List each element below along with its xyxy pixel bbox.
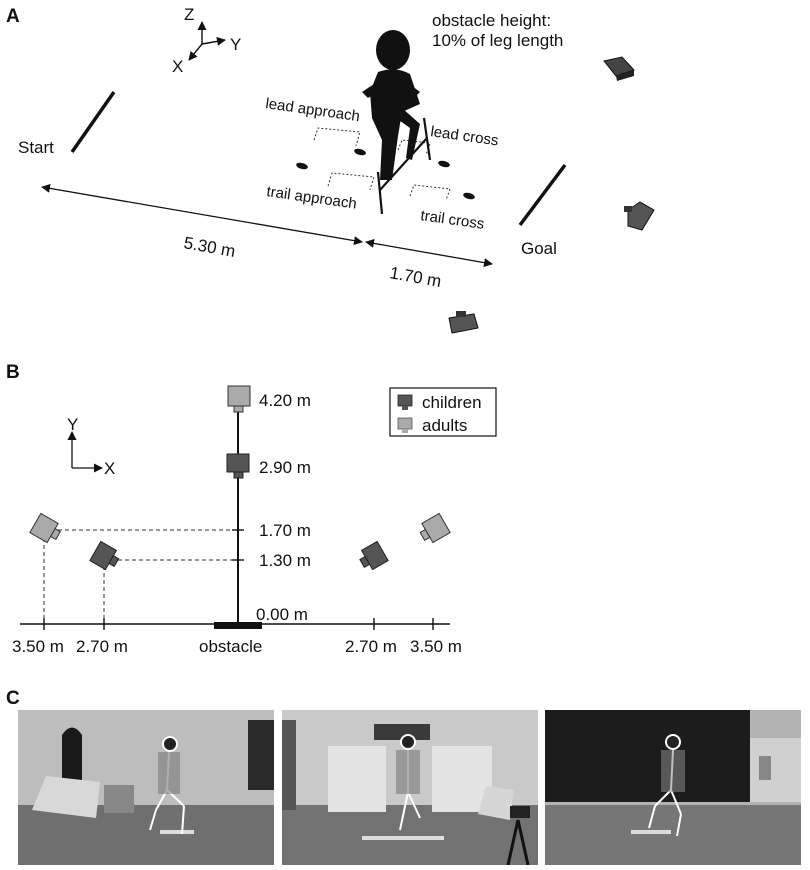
distance-arrow-2 xyxy=(365,238,493,268)
camera-icon xyxy=(603,56,635,81)
panel-a: A Z Y X obstacle height: 10% of leg leng… xyxy=(6,5,655,334)
child-camera-icon xyxy=(226,453,250,479)
photo-diagonal-scene xyxy=(545,710,801,865)
axis-x-label: X xyxy=(172,57,183,76)
distance-label-1: 5.30 m xyxy=(182,233,236,261)
photo-front-scene xyxy=(282,710,538,865)
goal-line xyxy=(518,163,567,227)
photo-front-view xyxy=(282,710,538,865)
distance-label-2: 1.70 m xyxy=(388,263,442,291)
y-tick-000: 0.00 m xyxy=(256,605,308,624)
child-camera-icon xyxy=(359,540,389,571)
y-tick-130: 1.30 m xyxy=(259,551,311,570)
legend-children-label: children xyxy=(422,393,482,412)
x-tick-right-270: 2.70 m xyxy=(345,637,397,656)
adult-camera-icon xyxy=(29,512,62,544)
axis-y-label: Y xyxy=(230,35,241,54)
distance-arrow-1 xyxy=(41,183,363,246)
obstacle-height-line2: 10% of leg length xyxy=(432,31,563,50)
panel-c-letter: C xyxy=(6,688,20,709)
y-tick-420: 4.20 m xyxy=(259,391,311,410)
legend-adults-label: adults xyxy=(422,416,467,435)
axis-z-label: Z xyxy=(184,5,194,24)
obstacle-3d xyxy=(376,117,432,215)
axes-3d-icon xyxy=(188,21,226,61)
obstacle-label: obstacle xyxy=(199,637,262,656)
legend-swatch-children-lens xyxy=(402,406,408,410)
adult-camera-icon xyxy=(419,512,451,544)
camera-icon xyxy=(448,311,479,334)
x-tick-marks xyxy=(43,618,434,630)
obstacle-bar xyxy=(214,622,262,629)
lead-cross-label: lead cross xyxy=(429,123,499,149)
camera-icon xyxy=(624,201,655,231)
panel-b-letter: B xyxy=(6,362,20,383)
trail-approach-label: trail approach xyxy=(265,183,357,212)
guide-lines xyxy=(43,529,232,624)
legend: children adults xyxy=(389,387,497,437)
legend-swatch-adults xyxy=(397,417,413,430)
y-tick-170: 1.70 m xyxy=(259,521,311,540)
photo-side-scene xyxy=(18,710,274,865)
goal-label: Goal xyxy=(521,239,557,258)
child-camera-icon xyxy=(89,540,120,571)
axis-x-label-2d: X xyxy=(104,459,115,478)
y-tick-290: 2.90 m xyxy=(259,458,311,477)
x-tick-left-350: 3.50 m xyxy=(12,637,64,656)
x-tick-right-350: 3.50 m xyxy=(410,637,462,656)
photo-diagonal-view xyxy=(545,710,801,865)
y-tick-marks xyxy=(232,529,244,561)
axis-y-label-2d: Y xyxy=(67,415,78,434)
panel-b: B Y X obstacle 4.20 m 2.90 m 1.70 m 1.30… xyxy=(6,362,497,656)
x-tick-left-270: 2.70 m xyxy=(76,637,128,656)
lead-approach-label: lead approach xyxy=(264,95,361,125)
start-line xyxy=(70,90,116,154)
trail-cross-label: trail cross xyxy=(419,207,485,233)
adult-camera-icon xyxy=(227,385,251,413)
panel-a-letter: A xyxy=(6,6,20,27)
child-silhouette xyxy=(362,30,420,180)
photo-side-view xyxy=(18,710,274,865)
start-label: Start xyxy=(18,138,54,157)
legend-swatch-children xyxy=(397,394,413,407)
legend-swatch-adults-lens xyxy=(402,429,408,433)
obstacle-height-line1: obstacle height: xyxy=(432,11,551,30)
footprint-icons xyxy=(296,148,475,200)
